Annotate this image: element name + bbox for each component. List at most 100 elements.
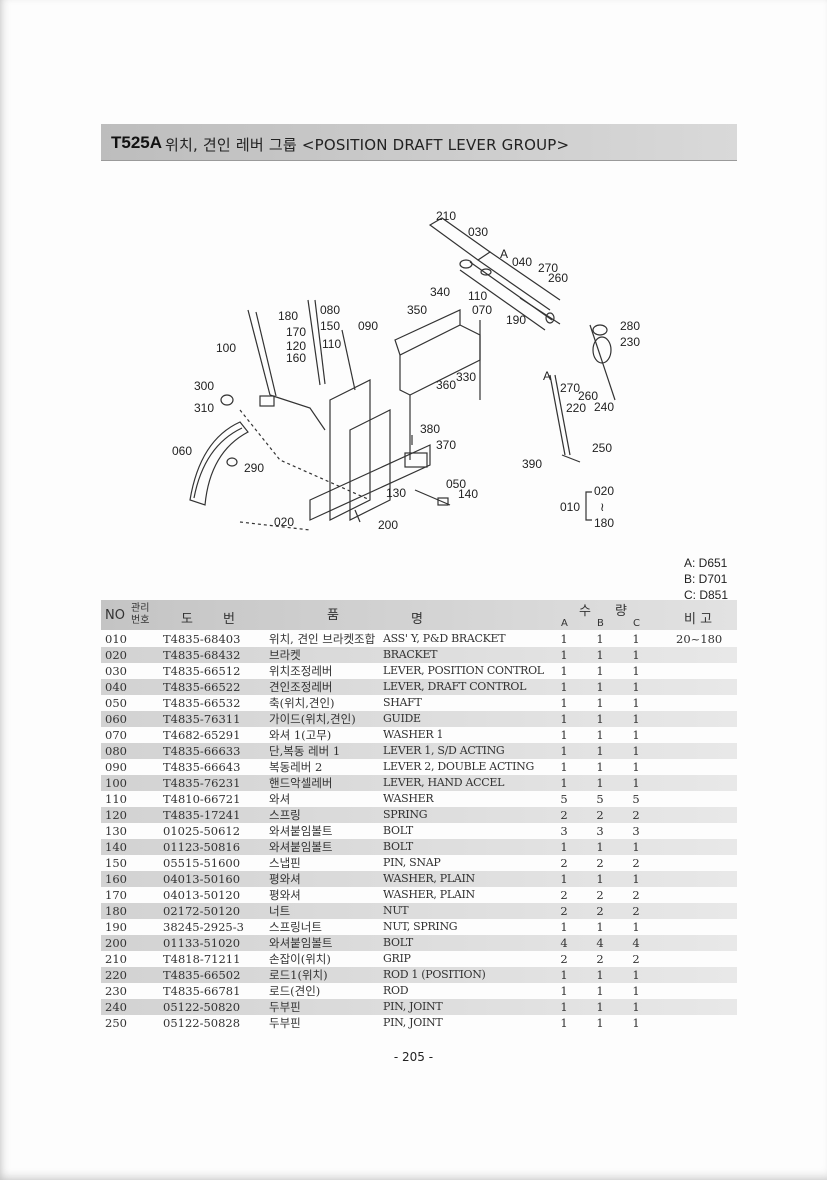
ref-label: 240 [594,400,614,414]
cell-b: 5 [596,792,604,806]
ref-label: 230 [620,335,640,349]
ref-label: 020 [274,515,294,529]
cell-en: PIN, SNAP [383,856,441,869]
cell-en: NUT [383,904,409,917]
cell-b: 1 [596,968,604,982]
cell-part: T4818-71211 [163,952,241,966]
ref-label: 180 [278,309,298,323]
header-part-1: 도 [181,612,193,627]
ref-label: 250 [592,441,612,455]
ref-label: 110 [322,337,341,351]
cell-a: 4 [560,936,568,950]
cell-kr: 스프링 [269,808,301,822]
cell-kr: 와셔붙임볼트 [269,840,333,854]
cell-no: 180 [105,904,127,918]
cell-c: 1 [632,712,640,726]
cell-no: 060 [105,712,127,726]
ref-label: 080 [320,303,340,317]
cell-b: 1 [596,664,604,678]
cell-a: 1 [560,680,568,694]
cell-part: 05122-50828 [163,1016,241,1030]
ref-label: 200 [378,518,398,532]
cell-b: 1 [596,760,604,774]
cell-no: 120 [105,808,127,822]
cell-en: BOLT [383,840,413,853]
cell-c: 1 [632,984,640,998]
cell-part: T4810-66721 [163,792,241,806]
exploded-parts-diagram: 210 030 A 040 270 260 340 110 350 070 19… [160,200,660,540]
cell-part: T4835-76231 [163,776,241,790]
cell-a: 1 [560,984,568,998]
cell-no: 010 [105,632,127,646]
model-legend: A: D651 B: D701 C: D851 [684,555,728,603]
cell-a: 1 [560,632,568,646]
cell-b: 1 [596,920,604,934]
cell-b: 2 [596,856,604,870]
cell-en: LEVER, POSITION CONTROL [383,664,544,677]
cell-a: 2 [560,808,568,822]
group-code: T525A [111,133,163,152]
cell-c: 2 [632,856,640,870]
header-col-c: C [633,618,640,629]
cell-part: 05515-51600 [163,856,241,870]
cell-en: SHAFT [383,696,422,709]
cell-a: 2 [560,904,568,918]
cell-no: 140 [105,840,127,854]
cell-c: 1 [632,696,640,710]
cell-en: LEVER, DRAFT CONTROL [383,680,527,693]
ref-label: 110 [468,289,487,303]
cell-kr: 두부핀 [269,1000,301,1014]
cell-a: 1 [560,840,568,854]
cell-a: 2 [560,856,568,870]
cell-kr: 브라켓 [269,648,301,662]
cell-part: T4835-68403 [163,632,241,646]
diagram-reference-numbers: 210 030 A 040 270 260 340 110 350 070 19… [172,209,640,532]
header-qty-2: 량 [615,604,627,619]
cell-remark: 20~180 [676,632,723,646]
cell-part: T4835-66502 [163,968,241,982]
ref-label: 090 [358,319,378,333]
cell-a: 1 [560,744,568,758]
cell-part: 02172-50120 [163,904,241,918]
cell-b: 2 [596,904,604,918]
cell-part: 04013-50160 [163,872,241,886]
cell-kr: 와셔 1(고무) [269,728,332,742]
header-name-2: 명 [411,612,423,627]
cell-b: 2 [596,808,604,822]
cell-b: 2 [596,952,604,966]
cell-a: 1 [560,1016,568,1030]
cell-no: 170 [105,888,127,902]
header-qty-1: 수 [579,604,591,619]
ref-label: 180 [594,516,614,530]
cell-c: 1 [632,632,640,646]
cell-b: 1 [596,632,604,646]
ref-label: 130 [386,486,406,500]
cell-c: 1 [632,648,640,662]
cell-no: 130 [105,824,127,838]
ref-label: 390 [522,457,542,471]
cell-c: 1 [632,680,640,694]
cell-en: BOLT [383,824,413,837]
header-col-b: B [597,618,604,629]
cell-en: BOLT [383,936,413,949]
ref-label: 370 [436,438,456,452]
cell-c: 2 [632,904,640,918]
cell-c: 4 [632,936,640,950]
header-col-a: A [561,618,568,629]
cell-c: 3 [632,824,640,838]
cell-a: 1 [560,760,568,774]
cell-kr: 견인조정레버 [269,680,333,694]
cell-b: 1 [596,1016,604,1030]
cell-b: 1 [596,648,604,662]
